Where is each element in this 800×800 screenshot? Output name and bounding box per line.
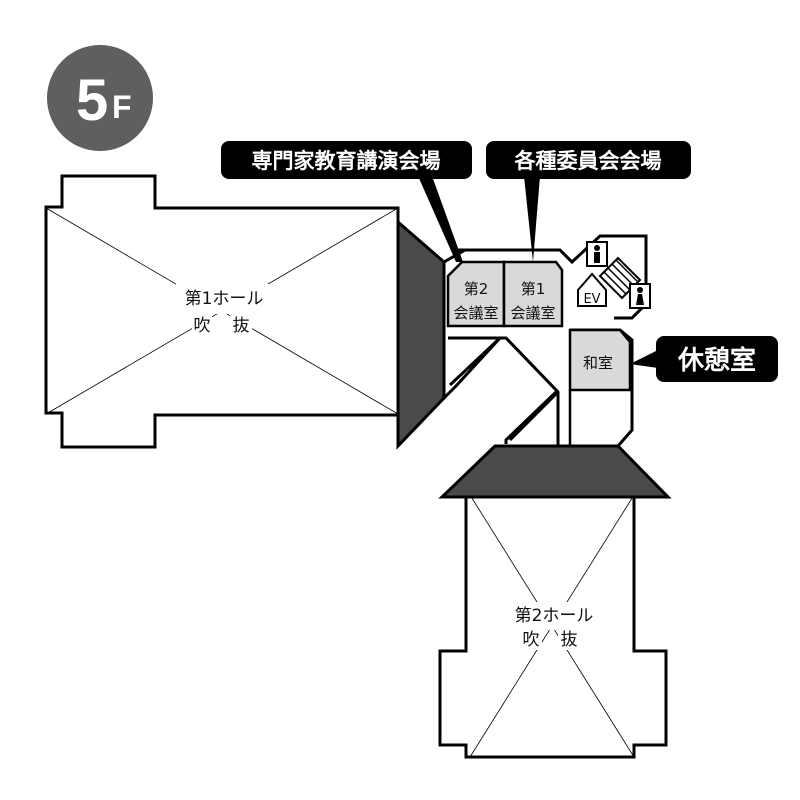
- callout-expert-hall-box: [221, 141, 472, 179]
- meeting-room-2-box: [446, 260, 506, 328]
- hall-1-label-bg: [176, 284, 274, 314]
- floor-badge: 5 F: [47, 45, 153, 151]
- wall: [455, 234, 648, 320]
- callout-expert-hall-pointer: [418, 176, 463, 262]
- meeting-room-1: 第1 会議室: [502, 260, 564, 328]
- callout-expert-hall: 専門家教育講演会場: [221, 141, 472, 262]
- elevator-icon: EV: [577, 272, 607, 307]
- callout-rest-room-pointer: [630, 350, 658, 368]
- hall-2-stage: [438, 444, 672, 499]
- meeting-room-1-box: [502, 260, 564, 328]
- callout-committee-hall-box: [486, 141, 691, 179]
- meeting-room-1-label: 第1: [521, 280, 546, 298]
- hall-1-label-bg: [192, 313, 212, 335]
- hall-1-label-sub: 抜: [233, 316, 250, 336]
- meeting-room-1-label-sub: 会議室: [510, 304, 555, 322]
- hall-2-label-bg: [558, 628, 580, 650]
- callout-committee-hall: 各種委員会会場: [486, 141, 691, 262]
- floor-number: 5: [76, 68, 108, 133]
- hall-2: 第2ホール 吹 抜: [438, 493, 668, 759]
- meeting-room-2-label-sub: 会議室: [453, 304, 498, 322]
- hall-2-label-sub: 吹: [523, 630, 540, 650]
- callout-expert-hall-text: 専門家教育講演会場: [252, 149, 441, 173]
- hall-1-label: 第1ホール: [185, 289, 264, 309]
- washitsu-room: 和室: [568, 328, 632, 392]
- wall: [504, 390, 558, 444]
- male-restroom-icon: [586, 241, 608, 267]
- wall: [508, 390, 560, 442]
- elevator-label: EV: [583, 292, 600, 307]
- hall-1-stage: [396, 218, 446, 450]
- callout-committee-hall-text: 各種委員会会場: [514, 149, 662, 173]
- callout-rest-room-box: [656, 336, 778, 382]
- callout-rest-room: 休憩室: [630, 336, 778, 382]
- female-restroom-icon: [629, 283, 651, 309]
- hall-2-label-bg: [520, 628, 542, 650]
- floor-suffix: F: [112, 89, 132, 125]
- meeting-room-2-label: 第2: [464, 280, 489, 298]
- meeting-room-2: 第2 会議室: [446, 260, 506, 328]
- hall-1: 第1ホール 吹 抜: [44, 174, 400, 449]
- wall: [448, 336, 502, 387]
- washitsu-label: 和室: [583, 354, 613, 372]
- callout-rest-room-text: 休憩室: [677, 345, 756, 376]
- hall-1-label-sub: 吹: [194, 316, 211, 336]
- floor-badge-circle: [47, 45, 153, 151]
- hall-1-label-bg: [230, 313, 252, 335]
- hall-2-label-bg: [505, 602, 605, 630]
- washitsu-box: [568, 328, 632, 392]
- hall-2-label-sub: 抜: [561, 630, 578, 650]
- callout-committee-hall-pointer: [524, 176, 540, 262]
- hall-2-label: 第2ホール: [515, 606, 594, 626]
